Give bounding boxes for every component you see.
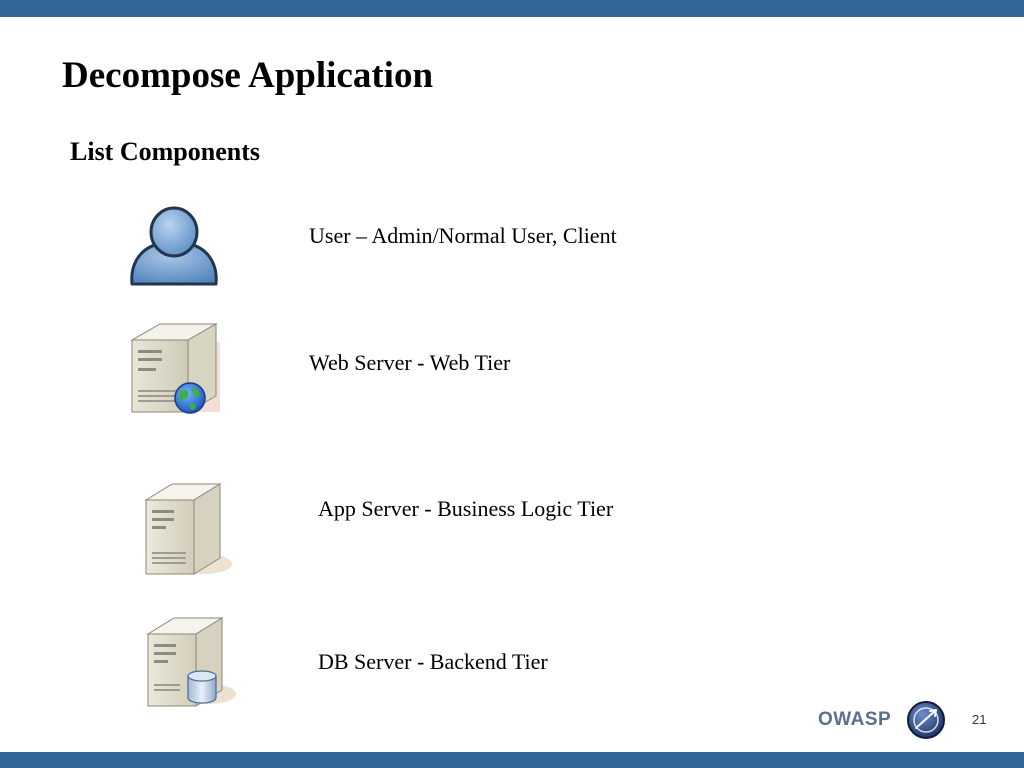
app-server-icon bbox=[142, 478, 234, 578]
component-label-user: User – Admin/Normal User, Client bbox=[309, 223, 617, 248]
web-server-icon bbox=[128, 318, 224, 418]
owasp-logo-icon bbox=[906, 700, 946, 745]
page-number: 21 bbox=[972, 712, 987, 727]
owasp-brand-text: OWASP bbox=[818, 709, 892, 730]
user-icon bbox=[128, 204, 220, 290]
top-bar bbox=[0, 0, 1024, 17]
bottom-bar bbox=[0, 752, 1024, 768]
slide-subtitle: List Components bbox=[70, 137, 260, 166]
slide-title: Decompose Application bbox=[62, 55, 434, 96]
db-server-icon bbox=[142, 612, 238, 710]
component-label-db-server: DB Server - Backend Tier bbox=[318, 649, 548, 674]
component-label-web-server: Web Server - Web Tier bbox=[309, 350, 511, 375]
component-label-app-server: App Server - Business Logic Tier bbox=[318, 496, 614, 521]
